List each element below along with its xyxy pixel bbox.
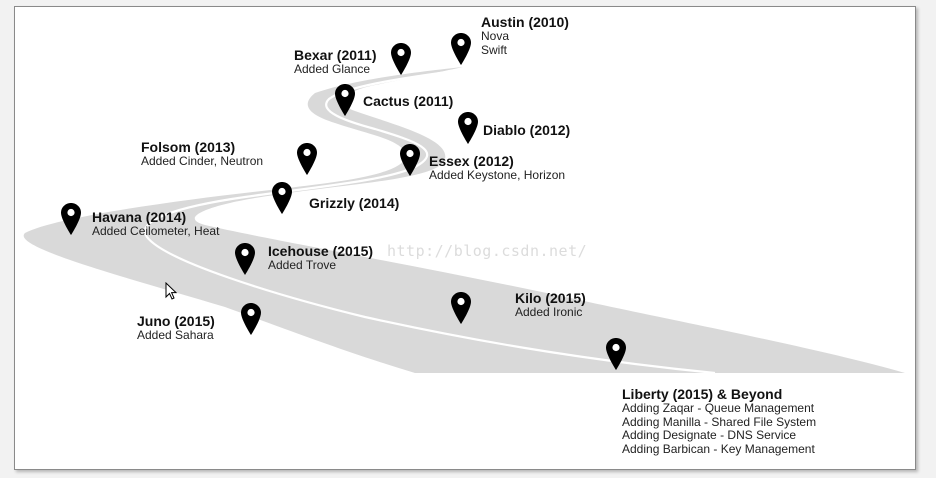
release-cactus: Cactus (2011) [363,93,453,109]
release-detail: Added Ironic [515,305,583,319]
map-pin-icon [241,303,261,335]
release-detail: Added Keystone, Horizon [429,168,566,182]
release-title: Liberty (2015) & Beyond [622,386,783,402]
map-pin-icon [606,338,626,370]
road-graphic [23,67,905,375]
release-detail: Adding Manilla - Shared File System [622,414,817,429]
map-pin-icon [272,182,292,214]
release-detail: Adding Designate - DNS Service [622,428,797,442]
map-pin-icon [61,203,81,235]
release-detail: Added Glance [294,62,371,76]
release-title: Icehouse (2015) [268,243,374,259]
release-title: Juno (2015) [137,313,215,329]
release-detail: Adding Zaqar - Queue Management [622,401,815,415]
release-kilo: Kilo (2015) Added Ironic [515,290,586,320]
release-detail: Added Cinder, Neutron [141,154,264,168]
release-bexar: Bexar (2011) Added Glance [294,47,377,77]
watermark-text: http://blog.csdn.net/ [387,242,588,260]
map-pin-icon [400,144,420,176]
release-detail: Added Sahara [137,328,214,342]
release-austin: Austin (2010) Nova Swift [481,14,569,57]
release-detail: Nova [481,29,510,43]
map-pin-icon [391,43,411,75]
map-pin-icon [335,84,355,116]
release-title: Austin (2010) [481,14,569,30]
release-title: Essex (2012) [429,153,514,169]
map-pin-icon [458,112,478,144]
map-pin-icon [451,292,471,324]
mouse-pointer-icon [165,282,178,300]
release-title: Havana (2014) [92,209,187,225]
release-title: Bexar (2011) [294,47,377,63]
release-title: Grizzly (2014) [309,195,400,211]
release-liberty: Liberty (2015) & Beyond Adding Zaqar - Q… [622,386,816,456]
release-detail: Adding Barbican - Key Management [622,441,815,456]
road-surface [23,67,905,373]
release-title: Cactus (2011) [363,93,454,109]
map-pin-icon [297,143,317,175]
release-folsom: Folsom (2013) Added Cinder, Neutron [141,139,263,169]
roadmap-frame: http://blog.csdn.net/ Austin (2010) Nova… [14,6,916,470]
release-detail: Added Trove [268,258,337,272]
release-title: Kilo (2015) [515,290,586,306]
road-center-line [143,69,716,375]
release-detail: Added Ceilometer, Heat [92,224,220,238]
map-pin-icon [235,243,255,275]
release-diablo: Diablo (2012) [483,122,570,138]
release-grizzly: Grizzly (2014) [309,195,399,211]
release-title: Diablo (2012) [483,122,571,138]
release-icehouse: Icehouse (2015) Added Trove [268,243,373,273]
release-essex: Essex (2012) Added Keystone, Horizon [429,153,565,183]
release-title: Folsom (2013) [141,139,236,155]
release-detail: Swift [481,42,508,57]
map-pin-icon [451,33,471,65]
release-juno: Juno (2015) Added Sahara [137,313,215,343]
release-havana: Havana (2014) Added Ceilometer, Heat [92,209,219,239]
